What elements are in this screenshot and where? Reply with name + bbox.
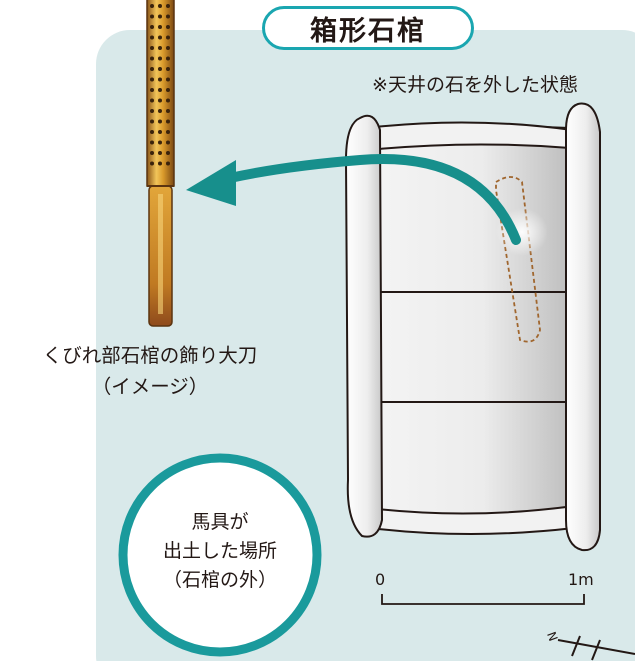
sword-ornament-dot [158,46,162,50]
sword-ornament-dot [166,14,170,19]
horse-gear-location-circle [118,453,322,657]
coffin-slab-3 [371,401,575,527]
horse-gear-label: 馬具が 出土した場所 （石棺の外） [120,508,320,595]
stone-coffin [344,102,601,552]
sword-ornament-dot [150,56,154,61]
scale-start-label: 0 [375,570,386,589]
sword-ornament-dot [158,56,162,61]
sword-ornament-dot [166,161,170,166]
coffin-slab-1 [371,125,574,293]
arrow-head [186,160,236,206]
sword-ornament-dot [166,25,170,29]
sword-find-location [495,176,541,343]
sword-ornament-dot [166,140,170,145]
sword-ornament-dot [150,151,154,155]
coffin-left-side-stone [344,114,384,538]
sword-ornament-dot [150,161,154,166]
sword-ornament-dot [166,119,170,124]
sword-ornament-dot [158,88,162,92]
sword-ornament-dot [150,130,154,134]
sword-ornament-dot [166,130,170,134]
ceiling-removed-note: ※天井の石を外した状態 [372,74,578,96]
sword-ornament-dot [150,67,154,71]
sword-caption-line1: くびれ部石棺の飾り大刀 [42,344,258,367]
sword-ornament-dot [150,88,154,92]
scale-end-label: 1m [568,570,594,589]
sword-ornament-dot [150,98,154,103]
horse-gear-label-line1: 馬具が [191,511,249,533]
sword-ornament-dot [158,67,162,71]
sword-ornament-dot [166,35,170,40]
sword-ornament-dot [166,151,170,155]
page-title: 箱形石棺 [262,6,474,50]
sword-ornament-dot [166,4,170,8]
sword-ornament-dot [166,98,170,103]
sword-ornament-dot [166,77,170,82]
coffin-right-side-stone [565,102,601,552]
sword-ornament-dot [150,77,154,82]
coffin-slab-2 [371,291,576,403]
sword-ornament-dot [158,25,162,29]
sword-ornament-dot [166,56,170,61]
sword-ornament-dot [158,151,162,155]
sword-ornament-dot [150,4,154,8]
decorated-sword-image [146,0,175,327]
sword-ornament-dot [158,161,162,166]
sword-ornament-dot [150,140,154,145]
sword-ornament-dot [166,46,170,50]
sword-ornament-dot [158,14,162,19]
sword-ornament-dot [158,119,162,124]
sword-ornament-dot [150,119,154,124]
sword-ornament-dot [158,77,162,82]
sword-ornament-dot [166,88,170,92]
arrow-to-sword [186,154,521,245]
sword-ornament-dot [166,109,170,113]
horse-gear-label-line2: 出土した場所 [162,540,277,562]
sword-ornament-dot [150,46,154,50]
sword-ornament-dot [158,140,162,145]
horse-gear-label-line3: （石棺の外） [162,569,277,591]
sword-ornament-dot [150,25,154,29]
sword-ornament-dot [158,98,162,103]
sword-ornament-dot [166,67,170,71]
sword-ornament-dot [158,35,162,40]
scale-bar [381,594,585,605]
sword-ornament-dot [150,14,154,19]
sword-ornament-dot [150,35,154,40]
sword-ornament-dot [158,109,162,113]
sword-caption-line2: （イメージ） [91,375,209,398]
sword-ornament-dot [150,109,154,113]
sword-ornament-dot [158,4,162,8]
sword-ornament-dot [158,130,162,134]
sword-caption: くびれ部石棺の飾り大刀 （イメージ） [0,340,300,402]
